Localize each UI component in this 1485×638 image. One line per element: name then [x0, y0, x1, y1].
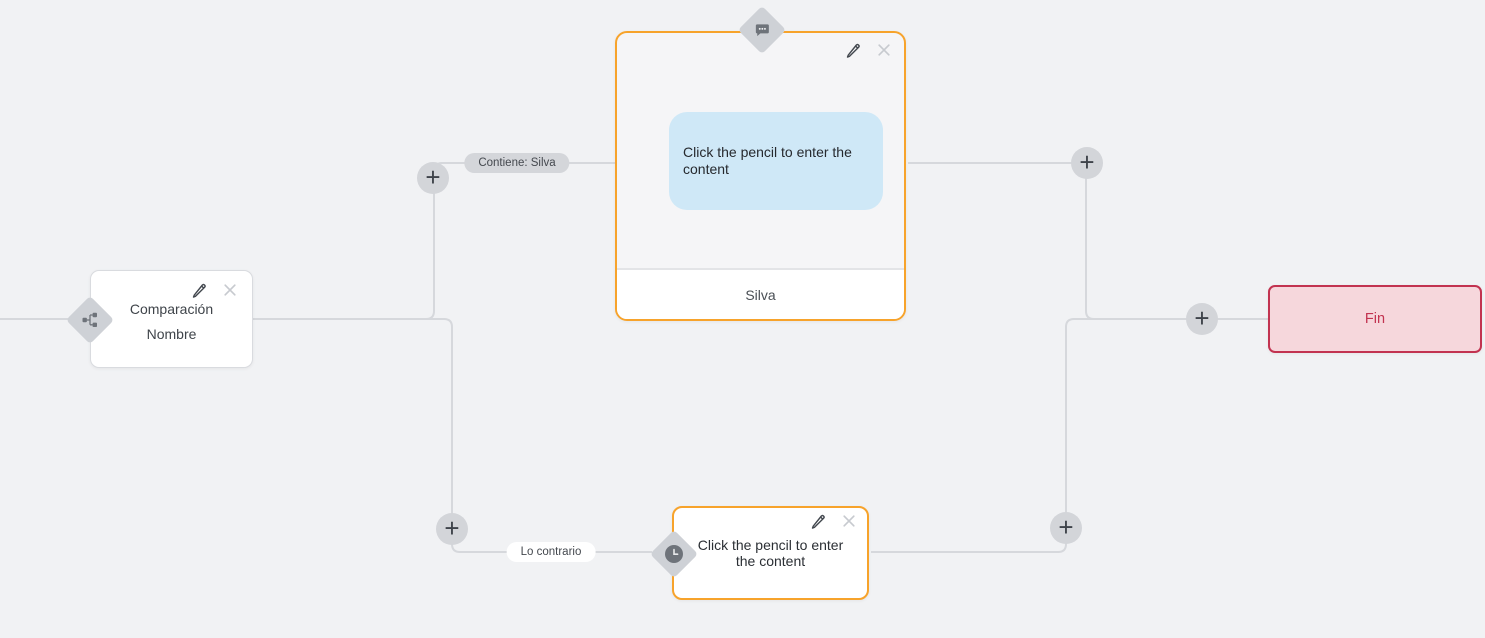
add-node-button-before-end[interactable]: +	[1186, 303, 1218, 335]
sitemap-icon	[82, 312, 98, 328]
condition-type-badge	[65, 295, 115, 345]
message-bubble: Click the pencil to enter the content	[669, 112, 883, 210]
delay-node[interactable]: Click the pencil to enter the content	[649, 506, 869, 600]
close-icon[interactable]	[841, 513, 858, 530]
condition-title: Comparación Nombre	[91, 271, 252, 347]
add-node-button-after-delay[interactable]: +	[1050, 512, 1082, 544]
edit-icon[interactable]	[810, 513, 827, 530]
close-icon[interactable]	[222, 282, 239, 299]
chat-bubble-icon	[754, 22, 771, 38]
message-body: Click the pencil to enter the content	[617, 33, 904, 268]
message-bubble-text: Click the pencil to enter the content	[683, 144, 852, 177]
edit-icon[interactable]	[191, 282, 208, 299]
message-footer-label: Silva	[745, 286, 776, 303]
close-icon[interactable]	[876, 42, 893, 59]
condition-title-line2: Nombre	[146, 326, 197, 342]
delay-placeholder-text: Click the pencil to enter the content	[697, 537, 844, 570]
edge-label-contains: Contiene: Silva	[464, 153, 570, 173]
end-node-label: Fin	[1364, 311, 1386, 327]
edge-label-otherwise: Lo contrario	[506, 542, 596, 562]
edge-message-to-end	[908, 162, 1268, 320]
message-node[interactable]: Click the pencil to enter the content Si…	[615, 5, 906, 321]
clock-icon	[664, 544, 684, 564]
add-node-button-top-branch[interactable]: +	[417, 162, 449, 194]
condition-title-line1: Comparación	[129, 301, 214, 317]
end-node[interactable]: Fin	[1268, 285, 1482, 353]
message-type-badge	[737, 5, 787, 55]
delay-type-badge	[649, 529, 699, 579]
add-node-button-bottom-branch[interactable]: +	[436, 513, 468, 545]
condition-node[interactable]: Comparación Nombre	[65, 270, 253, 368]
add-node-button-after-message[interactable]: +	[1071, 147, 1103, 179]
message-footer: Silva	[617, 268, 904, 319]
edit-icon[interactable]	[845, 42, 862, 59]
